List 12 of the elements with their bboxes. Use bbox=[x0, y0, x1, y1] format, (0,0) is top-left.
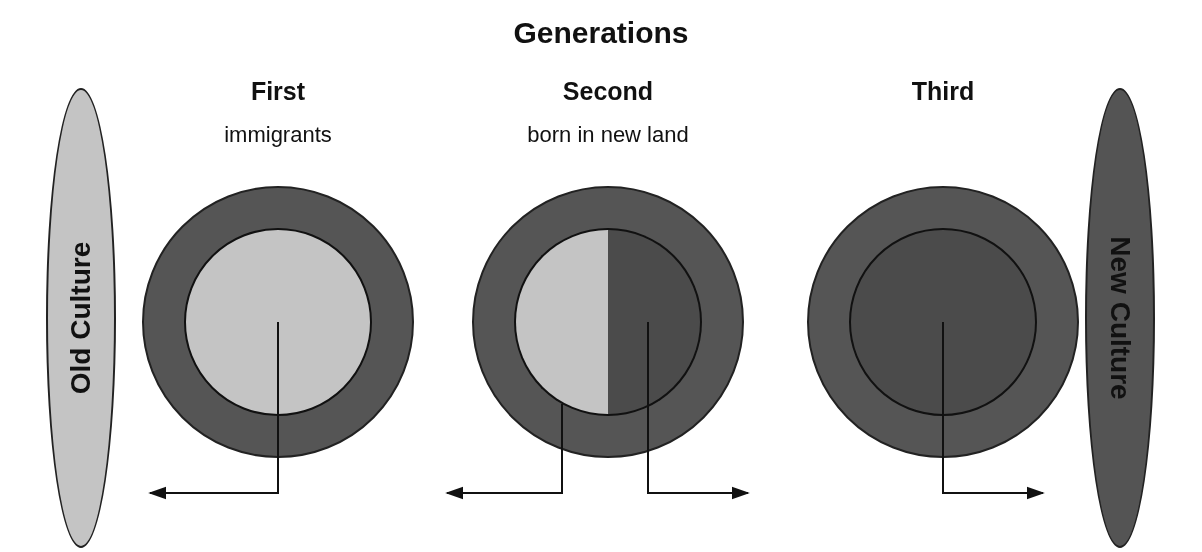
arrow bbox=[445, 403, 563, 500]
title: Generations bbox=[512, 15, 690, 51]
generation-subtitle: immigrants bbox=[224, 121, 332, 149]
generation-heading: First bbox=[250, 76, 306, 107]
arrow bbox=[942, 321, 1045, 500]
culture-label: Old Culture bbox=[64, 241, 97, 395]
culture-label: New Culture bbox=[1104, 236, 1137, 400]
generation-heading: Second bbox=[562, 76, 654, 107]
generation-heading: Third bbox=[911, 76, 975, 107]
arrow bbox=[647, 321, 750, 500]
generation-subtitle: born in new land bbox=[527, 121, 689, 149]
arrow bbox=[148, 321, 279, 500]
